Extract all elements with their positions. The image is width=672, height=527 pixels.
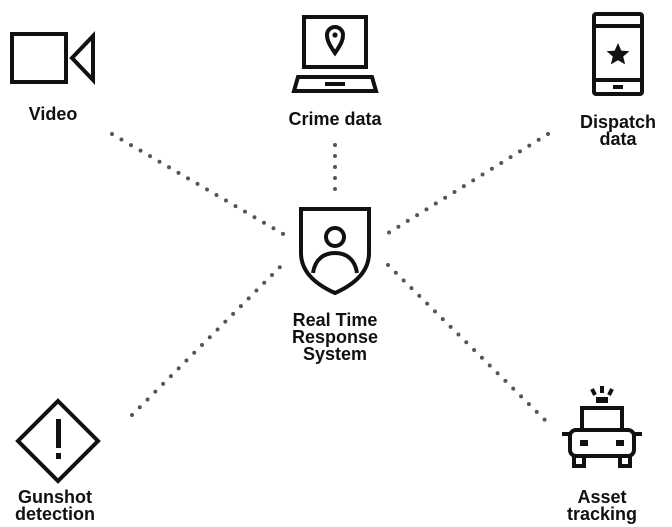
node-label-video-line-1: Video xyxy=(28,104,78,124)
node-label-dispatch-data: Dispatch data xyxy=(565,112,671,149)
video-camera-icon xyxy=(10,31,95,85)
node-label-gunshot-detection-line-1: Gunshot xyxy=(18,487,92,507)
shield-person-icon xyxy=(299,207,371,296)
node-label-crime-data: Crime data xyxy=(265,109,405,129)
node-label-asset-tracking-line-2: tracking xyxy=(566,504,638,524)
node-label-asset-tracking-line-1: Asset xyxy=(577,487,627,507)
node-label-crime-data-line-1: Crime data xyxy=(288,109,382,129)
warning-diamond-icon xyxy=(15,398,101,484)
police-car-icon xyxy=(562,386,642,468)
hub-label-line-2: Response xyxy=(291,327,379,347)
connector-asset-tracking xyxy=(386,263,547,422)
mobile-star-icon xyxy=(592,12,644,96)
connector-video xyxy=(110,132,287,237)
node-label-dispatch-data-line-2: data xyxy=(599,129,637,149)
hub-label-line-3: System xyxy=(302,344,368,364)
node-label-asset-tracking: Asset tracking xyxy=(550,487,654,524)
node-label-dispatch-data-line-1: Dispatch xyxy=(579,112,657,132)
connector-dispatch-data xyxy=(383,132,550,237)
node-label-gunshot-detection: Gunshot detection xyxy=(0,487,110,524)
node-label-gunshot-detection-line-2: detection xyxy=(14,504,95,524)
connector-gunshot-detection xyxy=(130,260,287,417)
hub-label: Real Time Response System xyxy=(265,310,405,364)
node-label-video: Video xyxy=(18,104,88,124)
hub-label-line-1: Real Time xyxy=(292,310,378,330)
laptop-location-icon xyxy=(291,15,379,93)
